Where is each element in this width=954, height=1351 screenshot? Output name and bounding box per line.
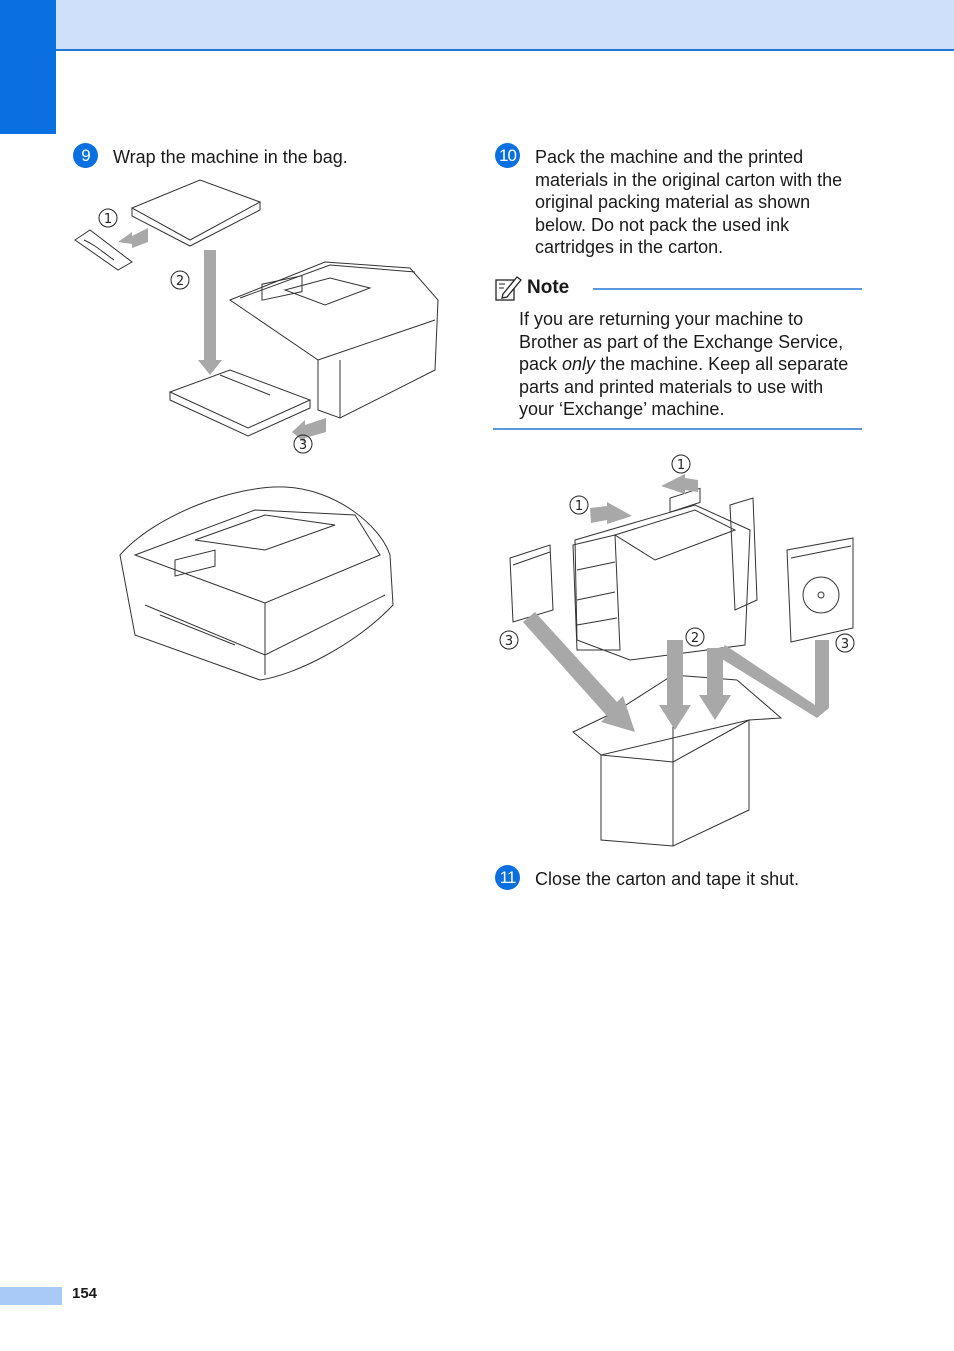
note-bottom-rule [493,428,862,430]
note-text: the machine. Keep all separate parts and… [519,354,849,419]
callout-1: 1 [575,499,583,514]
chapter-tab [0,0,56,134]
machine-in-bag-illustration [119,486,394,681]
packing-illustration-1: 1 2 3 [74,179,439,454]
note-text: If you are returning your machine to Bro… [519,309,844,374]
note-rule [593,288,862,290]
callout-3: 3 [505,634,513,649]
step-text: Wrap the machine in the bag. [113,147,348,167]
carton-packing-illustration: 1 1 3 2 3 [499,454,855,847]
step-text: Close the carton and tape it shut. [535,869,800,889]
callout-2: 2 [691,631,699,646]
page-number: 154 [72,1285,98,1302]
callout-2: 2 [176,274,184,289]
step-number: 9 [73,143,98,168]
pencil-note-icon [495,276,522,301]
note-header: Note [493,272,862,304]
step-number: 11 [495,865,520,890]
note-box: Note If you are returning your machine t… [493,272,862,421]
note-body: If you are returning your machine to Bro… [519,308,862,421]
footer-tab [0,1287,62,1305]
callout-1: 1 [104,212,112,227]
callout-3: 3 [841,637,849,652]
step-text: Pack the machine and the printed materia… [535,147,843,257]
callout-1: 1 [677,458,685,473]
step-11: 11 Close the carton and tape it shut. [495,865,860,891]
note-title: Note [527,277,570,298]
header-band [0,0,954,51]
step-9: 9 Wrap the machine in the bag. [73,143,453,169]
note-emphasis: only [562,354,596,374]
step-10: 10 Pack the machine and the printed mate… [495,143,860,259]
callout-3: 3 [299,438,307,453]
step-number: 10 [495,143,520,168]
